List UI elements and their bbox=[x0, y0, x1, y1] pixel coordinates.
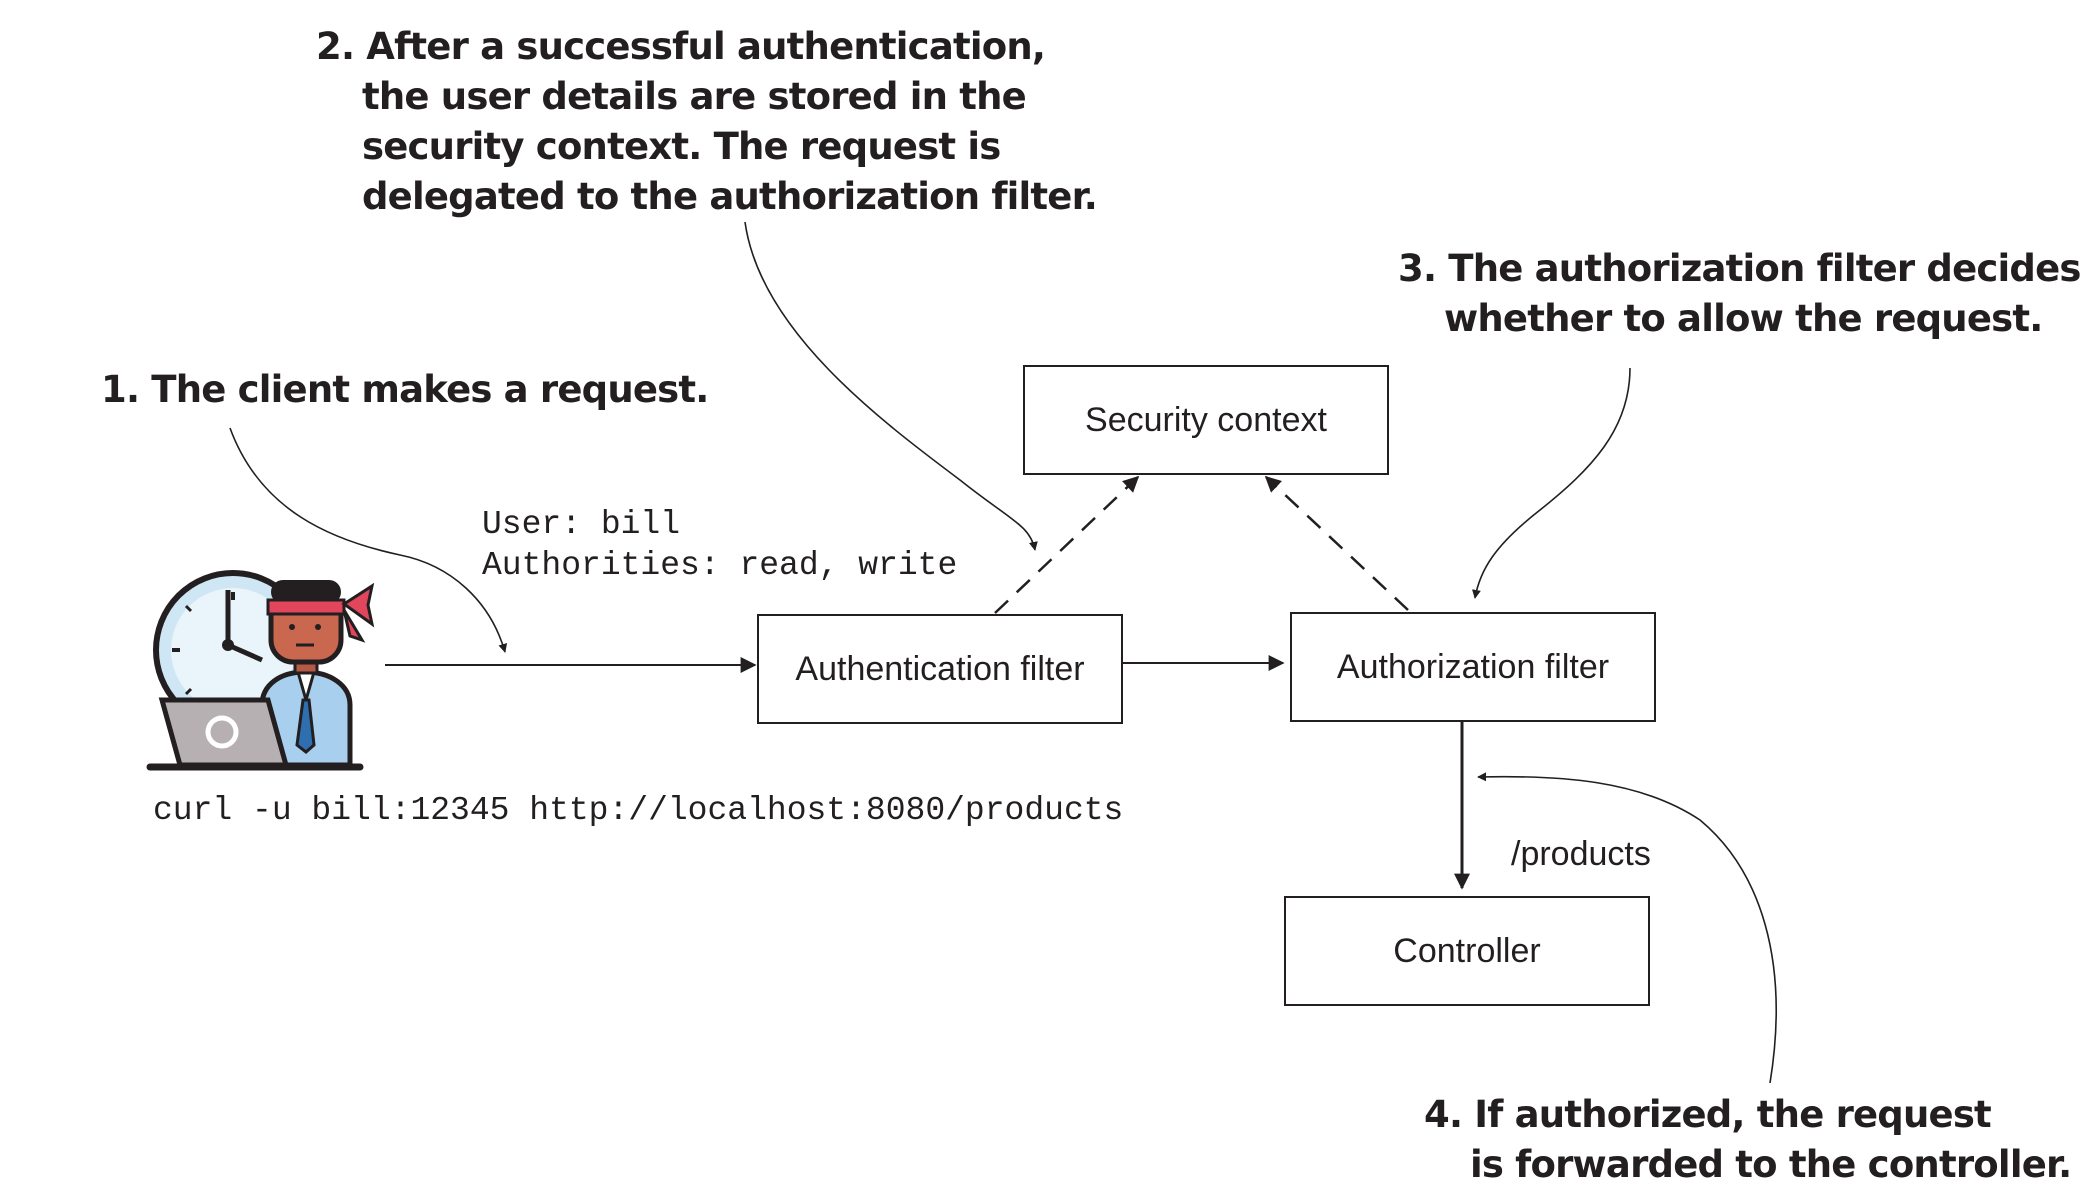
controller-label: Controller bbox=[1393, 931, 1541, 970]
callout-4-leader bbox=[1477, 772, 1777, 1084]
callout-step-4-line: is forwarded to the controller. bbox=[1470, 1143, 2072, 1186]
callout-step-4-line: 4. If authorized, the request bbox=[1424, 1093, 1992, 1136]
products-path-label: /products bbox=[1511, 835, 1651, 873]
authentication-filter-label: Authentication filter bbox=[795, 649, 1085, 688]
authentication-filter-box: Authentication filter bbox=[757, 614, 1123, 724]
security-context-label: Security context bbox=[1085, 400, 1327, 439]
callout-step-3-line: 3. The authorization filter decides bbox=[1398, 247, 2081, 290]
authorization-filter-label: Authorization filter bbox=[1336, 647, 1610, 686]
authorization-filter-box: Authorization filter bbox=[1290, 612, 1656, 722]
developer-with-clock-and-laptop-icon bbox=[146, 570, 375, 771]
security-context-box: Security context bbox=[1023, 365, 1389, 475]
callout-step-2-line: the user details are stored in the bbox=[362, 75, 1027, 118]
callout-step-3: 3. The authorization filter decides whet… bbox=[1398, 244, 2081, 344]
callout-step-3-line: whether to allow the request. bbox=[1444, 297, 2043, 340]
curl-command-text: curl -u bill:12345 http://localhost:8080… bbox=[153, 792, 1124, 829]
callout-step-1-line: 1. The client makes a request. bbox=[101, 368, 709, 411]
callout-3-leader bbox=[1471, 367, 1631, 599]
authorization-to-context-dashed-arrow bbox=[1264, 475, 1409, 611]
controller-box: Controller bbox=[1284, 896, 1650, 1006]
callout-step-2-line: 2. After a successful authentication, bbox=[316, 25, 1046, 68]
callout-1-leader bbox=[229, 427, 508, 653]
request-user-text: User: bill bbox=[482, 506, 681, 543]
callout-step-2-line: delegated to the authorization filter. bbox=[362, 175, 1098, 218]
callout-step-2-line: security context. The request is bbox=[362, 125, 1001, 168]
callout-step-4: 4. If authorized, the request is forward… bbox=[1424, 1090, 2072, 1190]
callout-step-1: 1. The client makes a request. bbox=[101, 365, 709, 415]
callout-2-leader bbox=[744, 221, 1038, 551]
callout-step-2: 2. After a successful authentication, th… bbox=[316, 22, 1098, 222]
request-authorities-text: Authorities: read, write bbox=[482, 547, 958, 584]
authentication-to-context-dashed-arrow bbox=[994, 475, 1140, 614]
